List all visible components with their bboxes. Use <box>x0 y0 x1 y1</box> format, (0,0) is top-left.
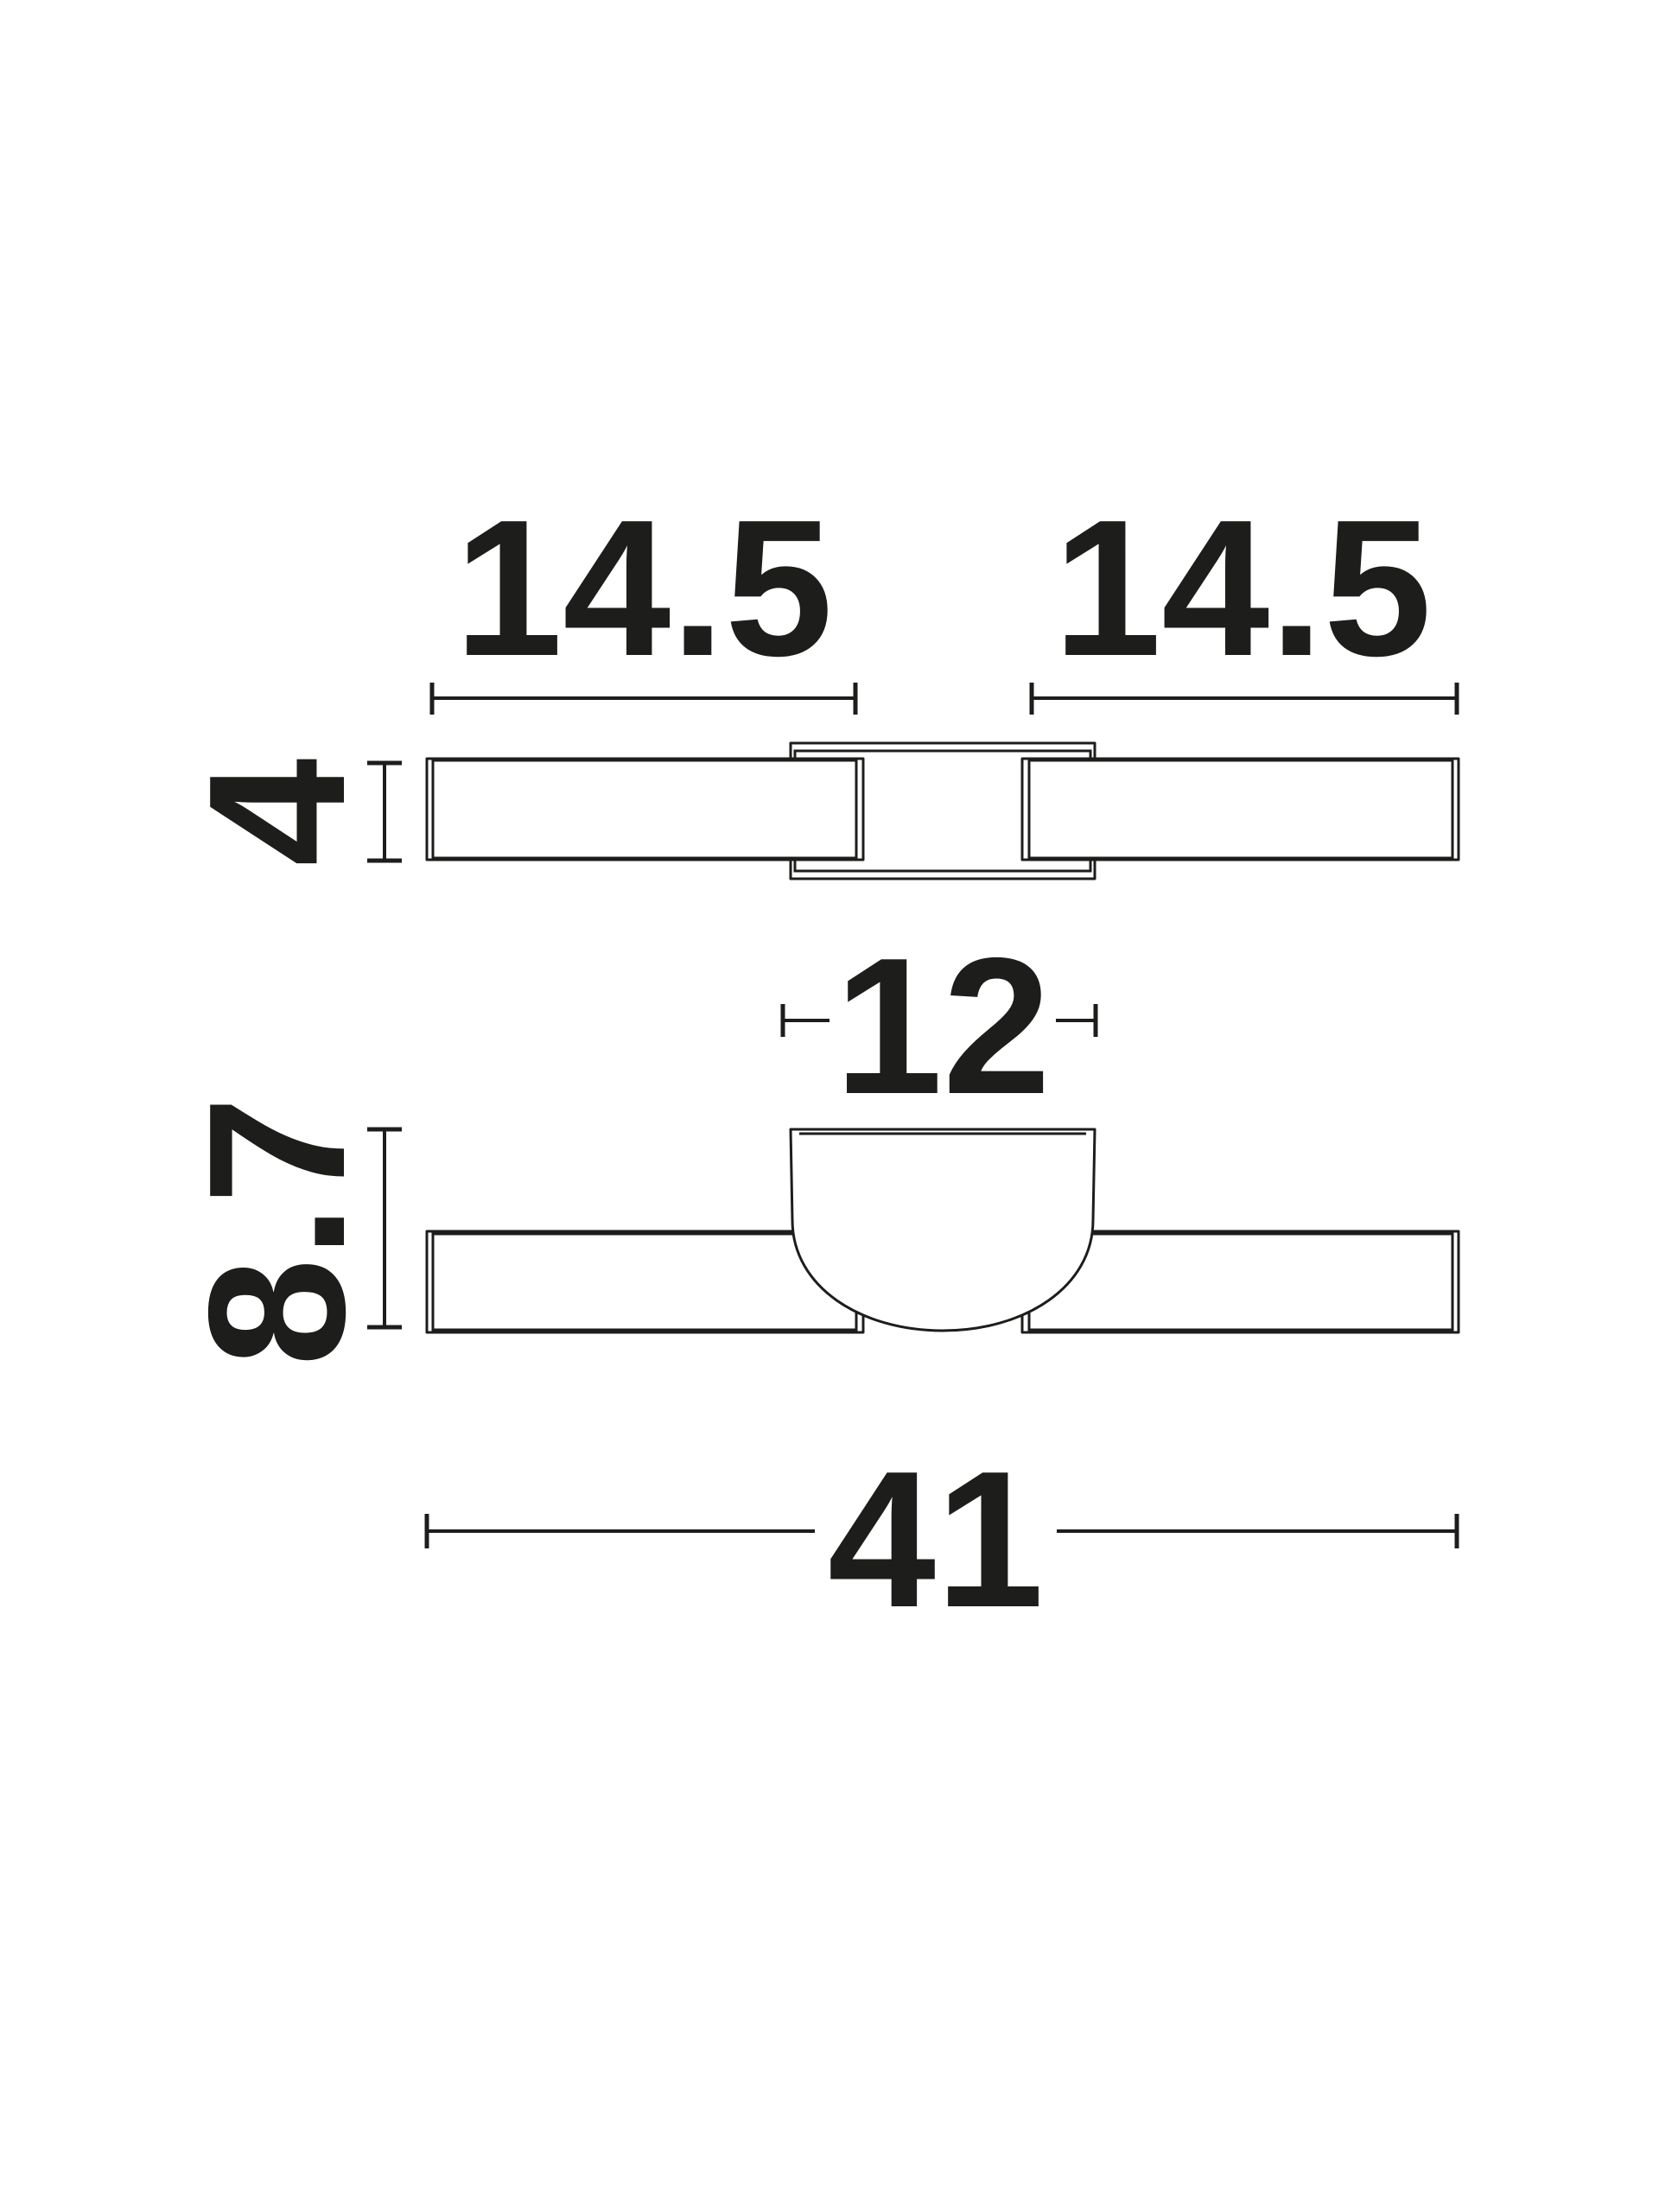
side-view <box>425 1128 1460 1334</box>
side-view-left-arm <box>425 1230 865 1334</box>
top-view-left-arm <box>425 757 865 861</box>
dimension-arm-height: 4 <box>168 758 402 867</box>
dimension-total-length: 41 <box>424 1430 1459 1648</box>
dimension-label-arm-height: 4 <box>168 758 385 866</box>
dimension-right-arm-length: 14.5 <box>1029 479 1459 715</box>
dimension-label-total-length: 41 <box>828 1430 1044 1648</box>
top-view-right-arm-inner <box>1027 759 1454 860</box>
dimension-label-total-height: 8.7 <box>168 1096 385 1367</box>
dimension-label-left-arm-length: 14.5 <box>454 479 833 696</box>
dimension-total-height: 8.7 <box>168 1096 402 1367</box>
dimension-center-width: 12 <box>780 917 1098 1135</box>
top-view-right-arm <box>1020 757 1460 861</box>
side-view-right-arm <box>1020 1230 1460 1334</box>
side-view-dome-body <box>789 1128 1096 1332</box>
top-view-left-arm-inner <box>431 759 858 860</box>
top-view <box>425 741 1460 880</box>
dimension-label-right-arm-length: 14.5 <box>1053 479 1432 696</box>
dimension-left-arm-length: 14.5 <box>429 479 858 715</box>
dimension-label-center-width: 12 <box>835 917 1051 1135</box>
